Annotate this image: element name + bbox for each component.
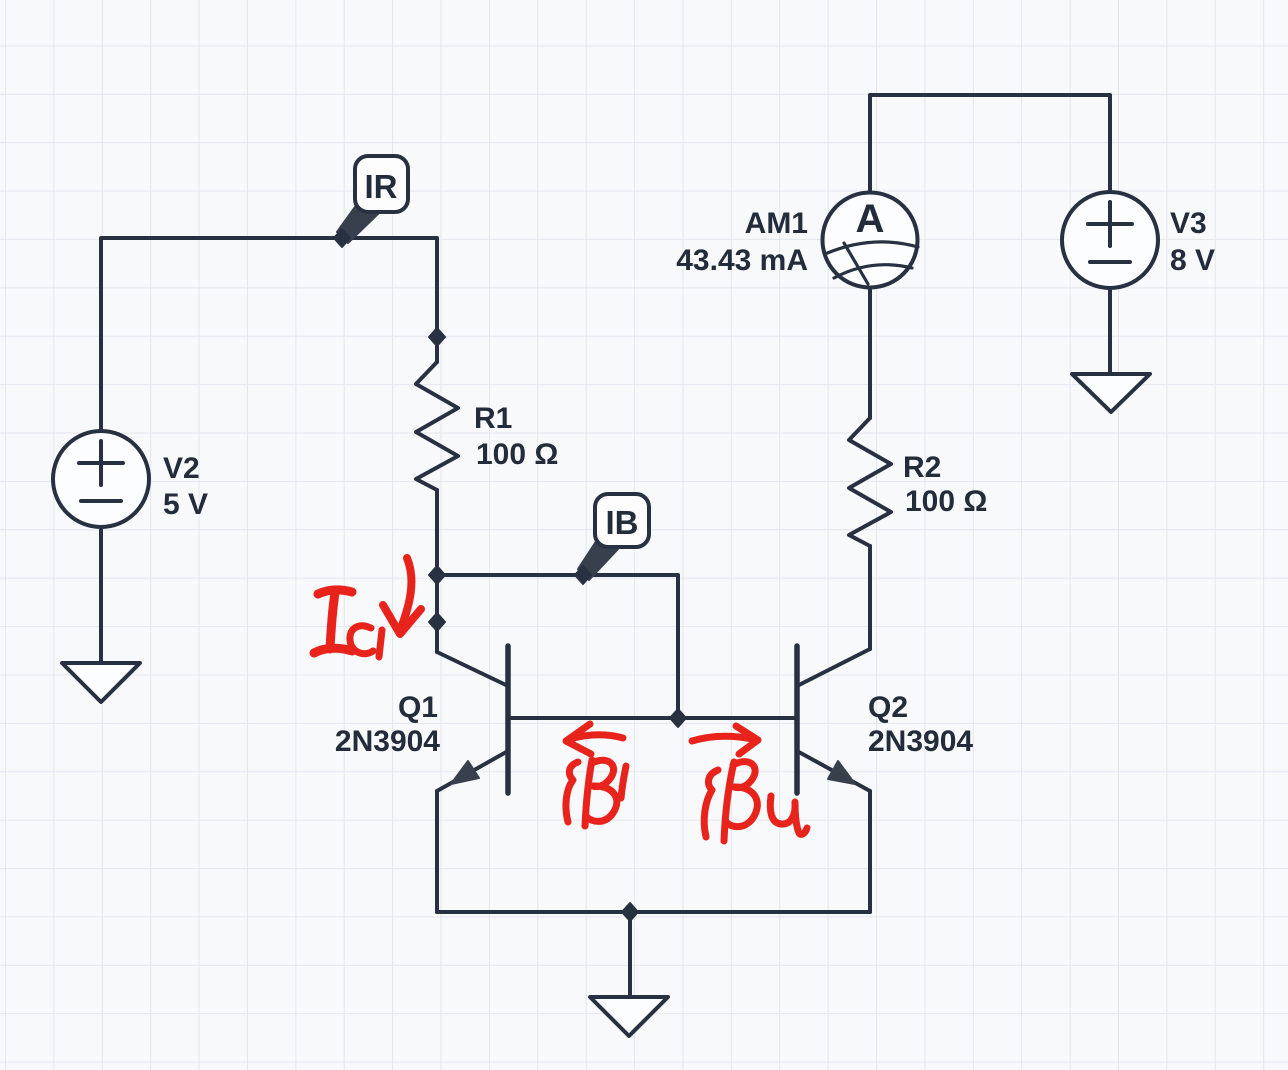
ib2-letter-i	[700, 766, 722, 841]
v3-value: 8 V	[1170, 244, 1215, 277]
v2-label: V2	[163, 452, 200, 485]
ground-v2[interactable]	[60, 661, 142, 704]
q1-part: 2N3904	[335, 725, 440, 758]
probe-ib[interactable]: IB	[577, 492, 651, 581]
junction-dot	[428, 612, 446, 632]
wire-am1-to-v3[interactable]	[868, 93, 1112, 195]
ground-rail-triangle	[588, 995, 670, 1038]
am1-label: AM1	[745, 207, 808, 240]
ib1-letter-b	[581, 756, 621, 830]
ground-rail[interactable]	[588, 995, 670, 1038]
annotation-ic1	[309, 554, 425, 661]
annotation-ib2	[688, 722, 811, 845]
q2-label: Q2	[868, 691, 908, 724]
voltage-source-v3[interactable]: V3 8 V	[1060, 190, 1215, 290]
r1-zigzag	[414, 360, 460, 492]
am1-meter-letter: A	[856, 197, 885, 241]
q1-emitter-arrow-icon	[450, 760, 480, 785]
q2-emitter-arrow-icon	[827, 760, 856, 785]
am1-scale-arc-inner	[832, 263, 914, 280]
junction-dot	[669, 708, 687, 728]
ib-probe-label: IB	[606, 504, 639, 541]
r1-label: R1	[474, 402, 512, 435]
ic1-subscript-1	[375, 626, 386, 661]
ground-v3[interactable]	[1070, 372, 1152, 414]
junction-dot	[333, 228, 351, 248]
annotation-ib1	[562, 720, 630, 830]
r2-zigzag	[847, 416, 893, 548]
ib-probe-box	[593, 492, 651, 549]
junction-dots	[333, 228, 687, 922]
ammeter-am1[interactable]: A AM1 43.43 mA	[676, 190, 920, 290]
junction-dot	[428, 565, 446, 585]
ib1-digit-1	[617, 762, 630, 802]
junction-dot	[574, 565, 592, 585]
r1-value: 100 Ω	[476, 438, 558, 471]
ib1-left-arrow	[562, 720, 627, 758]
transistor-q2[interactable]: Q2 2N3904	[794, 643, 973, 796]
q2-collector-lead	[795, 647, 872, 688]
ib1-letter-i	[562, 758, 582, 826]
ib2-letter-b	[720, 758, 761, 845]
handwritten-annotations	[309, 554, 811, 845]
wires	[99, 93, 1112, 999]
am1-reading: 43.43 mA	[676, 244, 808, 277]
ground-v3-triangle	[1070, 372, 1152, 414]
ic1-down-arrow	[379, 554, 425, 638]
r2-label: R2	[903, 451, 941, 484]
ib2-digit-2	[766, 792, 811, 838]
v3-plus-icon	[1086, 200, 1134, 248]
transistor-q1[interactable]: Q1 2N3904	[335, 643, 511, 796]
resistor-r2[interactable]: R2 100 Ω	[847, 416, 987, 548]
wire-ib-branch[interactable]	[435, 573, 680, 720]
ir-probe-label: IR	[365, 168, 398, 205]
wire-v2-to-r1[interactable]	[99, 236, 439, 433]
v2-plus-icon	[77, 439, 125, 487]
probe-ir[interactable]: IR	[336, 154, 410, 244]
ic1-letter-i	[309, 585, 357, 658]
v2-value: 5 V	[163, 488, 208, 521]
junction-dot	[428, 327, 446, 347]
v3-label: V3	[1170, 207, 1207, 240]
ir-probe-box	[353, 154, 410, 214]
ic1-subscript-c	[346, 622, 377, 658]
am1-scale-arc-outer	[823, 240, 920, 256]
am1-needle	[842, 241, 870, 286]
ground-v2-triangle	[60, 661, 142, 704]
junction-dot	[621, 902, 639, 922]
r2-value: 100 Ω	[905, 485, 987, 518]
resistor-r1[interactable]: R1 100 Ω	[414, 360, 558, 492]
q1-collector-lead	[435, 650, 510, 688]
q1-label: Q1	[398, 691, 438, 724]
q2-part: 2N3904	[868, 725, 973, 758]
voltage-source-v2[interactable]: V2 5 V	[51, 429, 208, 529]
ib2-right-arrow	[688, 722, 762, 758]
